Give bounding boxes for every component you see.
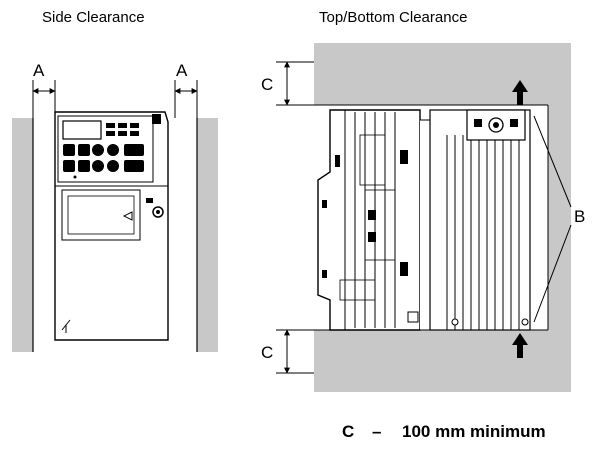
- airflow-up-top-arrow-icon: [512, 80, 528, 105]
- legend-dash: –: [372, 422, 381, 441]
- drive-front-view: [54, 111, 169, 341]
- legend-text: 100 mm minimum: [402, 422, 546, 441]
- left-wall: [12, 118, 33, 352]
- drive-side-view: [317, 109, 531, 331]
- label-a-left: A: [33, 61, 45, 80]
- legend-letter: C: [342, 422, 354, 441]
- side-clearance-view: A A: [12, 61, 218, 352]
- leader-b-top: [533, 115, 572, 208]
- legend-c: C – 100 mm minimum: [342, 422, 546, 441]
- heatsink: [429, 109, 531, 331]
- side-clearance-title: Side Clearance: [42, 9, 145, 26]
- leader-b-bottom: [533, 224, 572, 323]
- top-bottom-clearance-view: C C: [261, 43, 585, 392]
- label-b: B: [574, 207, 585, 226]
- lcd-display: [62, 120, 102, 140]
- label-c-top: C: [261, 75, 273, 94]
- airflow-up-bottom-arrow-icon: [512, 333, 528, 358]
- label-a-right: A: [176, 61, 188, 80]
- top-bottom-clearance-title: Top/Bottom Clearance: [319, 9, 467, 26]
- right-wall: [197, 118, 218, 352]
- label-c-bottom: C: [261, 343, 273, 362]
